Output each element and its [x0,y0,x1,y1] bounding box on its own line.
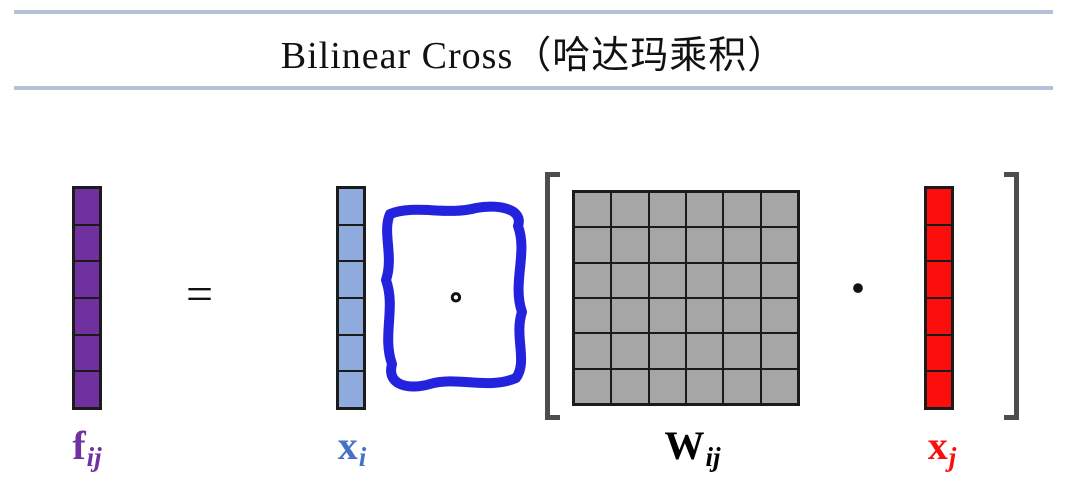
vector-cell [74,261,100,298]
matrix-cell [648,262,686,298]
vector-cell [926,224,952,262]
matrix-cell [574,262,612,298]
vector-cell [338,334,364,372]
hadamard-annotation: ∘ [376,198,536,396]
matrix-cell [611,227,649,263]
w-label-sub: ij [705,442,721,472]
matrix-cell [574,368,612,404]
squiggle-rectangle-icon [381,201,527,392]
matrix-cell [574,192,612,228]
vector-cell [338,371,364,408]
matrix-cell [648,192,686,228]
matrix-cell [611,368,649,404]
matrix-cell [760,227,798,263]
title-rule-bottom [14,86,1053,90]
vector-cell [926,261,952,298]
xi-label-sub: i [358,442,367,472]
matrix-cell [574,333,612,369]
xj-label-base: x [927,423,948,468]
matrix-cell [648,368,686,404]
matrix-cell [574,297,612,334]
matrix-cell [760,368,798,404]
hadamard-operator: ∘ [447,279,465,316]
xj-vector [924,186,954,410]
vector-cell [74,334,100,372]
vector-cell [338,224,364,262]
vector-cell [926,334,952,372]
matrix-cell [685,297,724,334]
matrix-cell [611,333,649,369]
matrix-cell [648,297,686,334]
matrix-cell [760,192,798,228]
matrix-cell [723,227,761,263]
xi-label-base: x [337,423,358,468]
matrix-cell [723,333,761,369]
xi-vector [336,186,366,410]
vector-cell [74,298,100,335]
f-label-sub: ij [86,442,102,472]
w-label-base: W [664,423,705,468]
vector-cell [338,261,364,298]
f-label: fij [47,422,127,472]
slide-title: Bilinear Cross（哈达玛乘积） [280,35,787,77]
matrix-cell [611,192,649,228]
vector-cell [926,298,952,335]
matrix-cell [723,262,761,298]
dot-product-sign: · [848,255,869,321]
matrix-cell [723,192,761,228]
right-bracket [1004,172,1019,420]
matrix-cell [611,262,649,298]
matrix-cell [723,297,761,334]
vector-cell [74,371,100,408]
vector-cell [338,188,364,225]
matrix-cell [574,227,612,263]
f-label-base: f [72,423,86,468]
w-label: Wij [640,422,745,472]
f-vector [72,186,102,410]
vector-cell [74,224,100,262]
vector-cell [74,188,100,225]
equals-sign: = [186,268,214,321]
hadamard-squiggle-path [381,201,527,392]
matrix-cell [611,297,649,334]
xj-label: xj [902,422,982,472]
matrix-cell [685,262,724,298]
title-rule-top [14,10,1053,14]
matrix-cell [685,368,724,404]
matrix-cell [648,333,686,369]
xi-label: xi [312,422,392,472]
matrix-cell [760,262,798,298]
matrix-cell [760,297,798,334]
vector-cell [926,371,952,408]
matrix-cell [685,333,724,369]
matrix-cell [685,192,724,228]
matrix-cell [760,333,798,369]
w-matrix [572,190,800,406]
matrix-cell [685,227,724,263]
matrix-cell [723,368,761,404]
matrix-cell [648,227,686,263]
vector-cell [338,298,364,335]
vector-cell [926,188,952,225]
xj-label-sub: j [948,442,957,472]
left-bracket [545,172,560,420]
